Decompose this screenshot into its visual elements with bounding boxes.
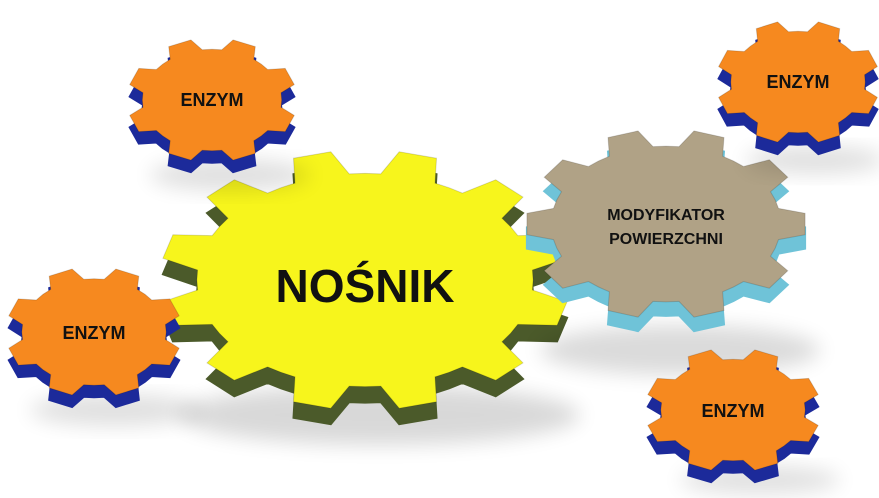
gear-modyfikator-face: [526, 130, 806, 318]
gear-enzym-top-right-label: ENZYM: [767, 72, 830, 92]
gear-enzym-bottom-right-label: ENZYM: [702, 401, 765, 421]
gear-nosnik-label: NOŚNIK: [276, 260, 455, 312]
gear-nosnik: NOŚNIK: [161, 151, 580, 445]
gear-enzym-top-left: ENZYM: [128, 39, 310, 191]
gear-enzym-left-face: [8, 268, 180, 396]
gear-enzym-left-label: ENZYM: [63, 323, 126, 343]
gear-enzym-top-left-face: [129, 39, 295, 161]
gear-enzym-left: ENZYM: [7, 268, 200, 426]
gear-enzym-top-right: ENZYM: [717, 21, 879, 174]
gear-enzym-top-right-face: [717, 21, 879, 143]
gear-modyfikator: MODYFIKATOR POWIERZCHNI: [525, 130, 820, 375]
gear-nosnik-shadow: [180, 385, 580, 445]
gear-enzym-top-left-label: ENZYM: [181, 90, 244, 110]
gear-enzym-bottom-right-face: [647, 349, 819, 471]
gear-modyfikator-label-line1: MODYFIKATOR: [607, 207, 725, 224]
gear-modyfikator-shadow: [540, 325, 820, 375]
gear-enzym-bottom-right: ENZYM: [646, 349, 840, 494]
gear-modyfikator-label-line2: POWIERZCHNI: [609, 231, 723, 248]
gear-nosnik-face: [162, 151, 568, 409]
